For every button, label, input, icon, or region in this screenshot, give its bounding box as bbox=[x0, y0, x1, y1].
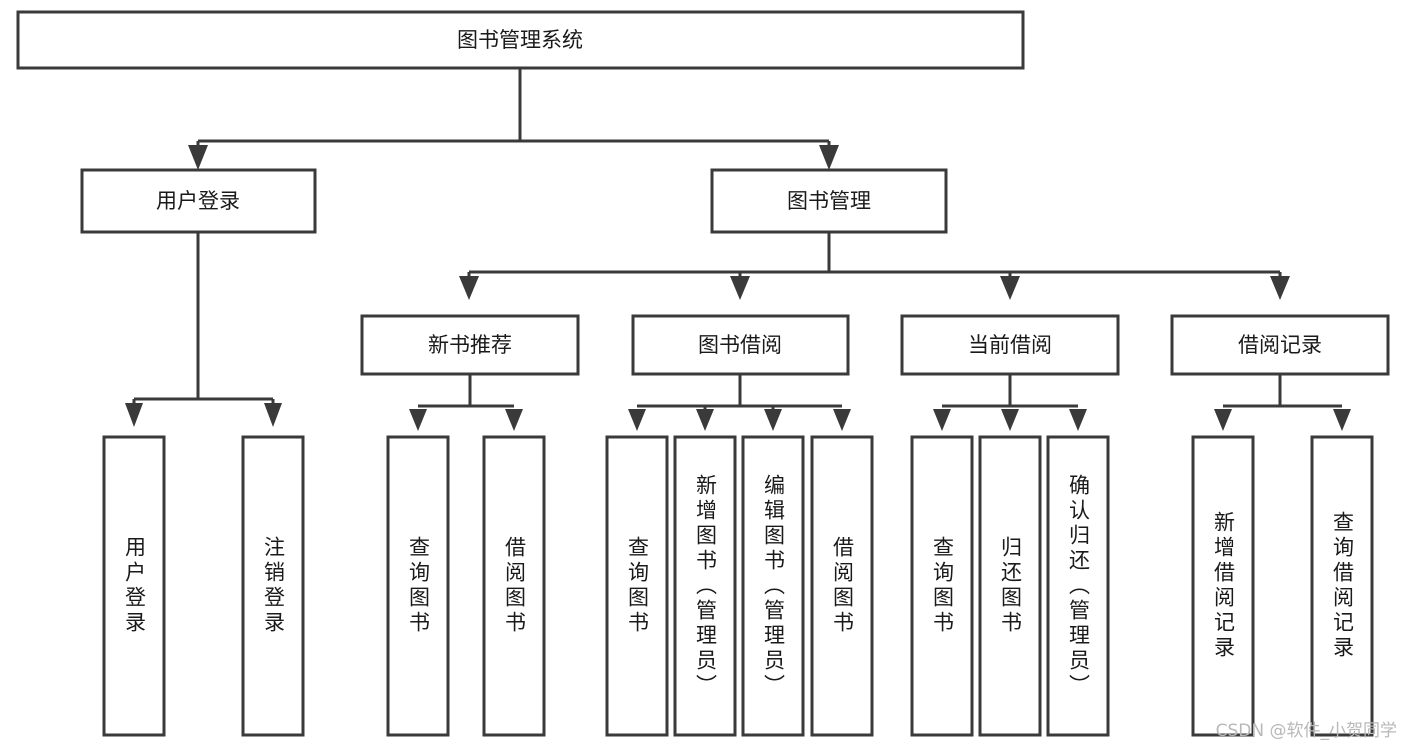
arrowhead-leaf-confirm-return bbox=[1069, 409, 1087, 431]
node-user-login[interactable]: 用户登录 bbox=[80, 168, 317, 234]
node-root-label: 图书管理系统 bbox=[457, 28, 583, 52]
node-new-book-rec[interactable]: 新书推荐 bbox=[360, 314, 580, 376]
node-leaf-logout-box[interactable] bbox=[241, 435, 305, 737]
arrowhead-current-borrow bbox=[1000, 276, 1020, 300]
node-leaf-return-book-box[interactable] bbox=[978, 435, 1042, 737]
arrowhead-leaf-query-book-b bbox=[628, 409, 646, 431]
node-root-box[interactable] bbox=[16, 10, 1025, 70]
node-leaf-query-book-b-box[interactable] bbox=[605, 435, 669, 737]
arrowhead-book-borrow bbox=[730, 276, 750, 300]
arrowhead-leaf-logout bbox=[264, 403, 282, 427]
arrowhead-leaf-edit-book bbox=[764, 409, 782, 431]
node-borrow-record-box[interactable] bbox=[1170, 314, 1390, 376]
node-leaf-borrow-book-b-box[interactable] bbox=[810, 435, 874, 737]
node-current-borrow-box[interactable] bbox=[900, 314, 1120, 376]
arrowhead-book-manage bbox=[819, 145, 839, 170]
edge-bookmanage-to-level3 bbox=[459, 232, 1290, 300]
arrowhead-borrow-record bbox=[1270, 276, 1290, 300]
node-leaf-query-book-c-box[interactable] bbox=[910, 435, 974, 737]
leaf-boxes bbox=[102, 435, 1374, 737]
edge-currentborrow-to-leaves bbox=[933, 374, 1087, 431]
node-leaf-confirm-return-box[interactable] bbox=[1046, 435, 1110, 737]
arrowhead-leaf-query-book-c bbox=[933, 409, 951, 431]
node-root[interactable]: 图书管理系统 bbox=[16, 10, 1025, 70]
watermark: CSDN @软件_小贺同学 bbox=[1215, 721, 1397, 741]
node-new-book-rec-box[interactable] bbox=[360, 314, 580, 376]
arrowhead-leaf-query-record bbox=[1333, 409, 1351, 431]
node-user-login-label: 用户登录 bbox=[156, 189, 240, 213]
node-user-login-box[interactable] bbox=[80, 168, 317, 234]
node-book-manage[interactable]: 图书管理 bbox=[710, 168, 948, 234]
arrowhead-user-login bbox=[188, 145, 208, 170]
edge-root-to-level2 bbox=[188, 68, 839, 170]
node-book-manage-box[interactable] bbox=[710, 168, 948, 234]
node-book-manage-label: 图书管理 bbox=[787, 189, 871, 213]
node-leaf-add-book-box[interactable] bbox=[673, 435, 737, 737]
node-borrow-record[interactable]: 借阅记录 bbox=[1170, 314, 1390, 376]
node-leaf-query-book-rec-box[interactable] bbox=[386, 435, 450, 737]
node-book-borrow-box[interactable] bbox=[631, 314, 850, 376]
arrowhead-leaf-user-login bbox=[125, 403, 143, 427]
arrowhead-leaf-add-book bbox=[696, 409, 714, 431]
edge-userlogin-to-leaves bbox=[125, 232, 282, 427]
node-book-borrow-label: 图书借阅 bbox=[698, 333, 782, 357]
node-current-borrow[interactable]: 当前借阅 bbox=[900, 314, 1120, 376]
node-book-borrow[interactable]: 图书借阅 bbox=[631, 314, 850, 376]
node-leaf-add-record-box[interactable] bbox=[1191, 435, 1255, 737]
node-leaf-borrow-book-rec-box[interactable] bbox=[482, 435, 546, 737]
node-leaf-query-record-box[interactable] bbox=[1310, 435, 1374, 737]
arrowhead-leaf-add-record bbox=[1214, 409, 1232, 431]
arrowhead-leaf-query-book-rec bbox=[409, 409, 427, 431]
node-leaf-edit-book-box[interactable] bbox=[741, 435, 805, 737]
node-current-borrow-label: 当前借阅 bbox=[968, 333, 1052, 357]
node-new-book-rec-label: 新书推荐 bbox=[428, 333, 512, 357]
arrowhead-leaf-borrow-book-b bbox=[833, 409, 851, 431]
edge-borrowrecord-to-leaves bbox=[1214, 374, 1351, 431]
edge-bookborrow-to-leaves bbox=[628, 374, 851, 431]
arrowhead-new-book-rec bbox=[459, 276, 479, 300]
node-borrow-record-label: 借阅记录 bbox=[1238, 333, 1322, 357]
arrowhead-leaf-return-book bbox=[1001, 409, 1019, 431]
node-leaf-user-login-box[interactable] bbox=[102, 435, 166, 737]
edge-newbookrec-to-leaves bbox=[409, 374, 523, 431]
arrowhead-leaf-borrow-book-rec bbox=[505, 409, 523, 431]
